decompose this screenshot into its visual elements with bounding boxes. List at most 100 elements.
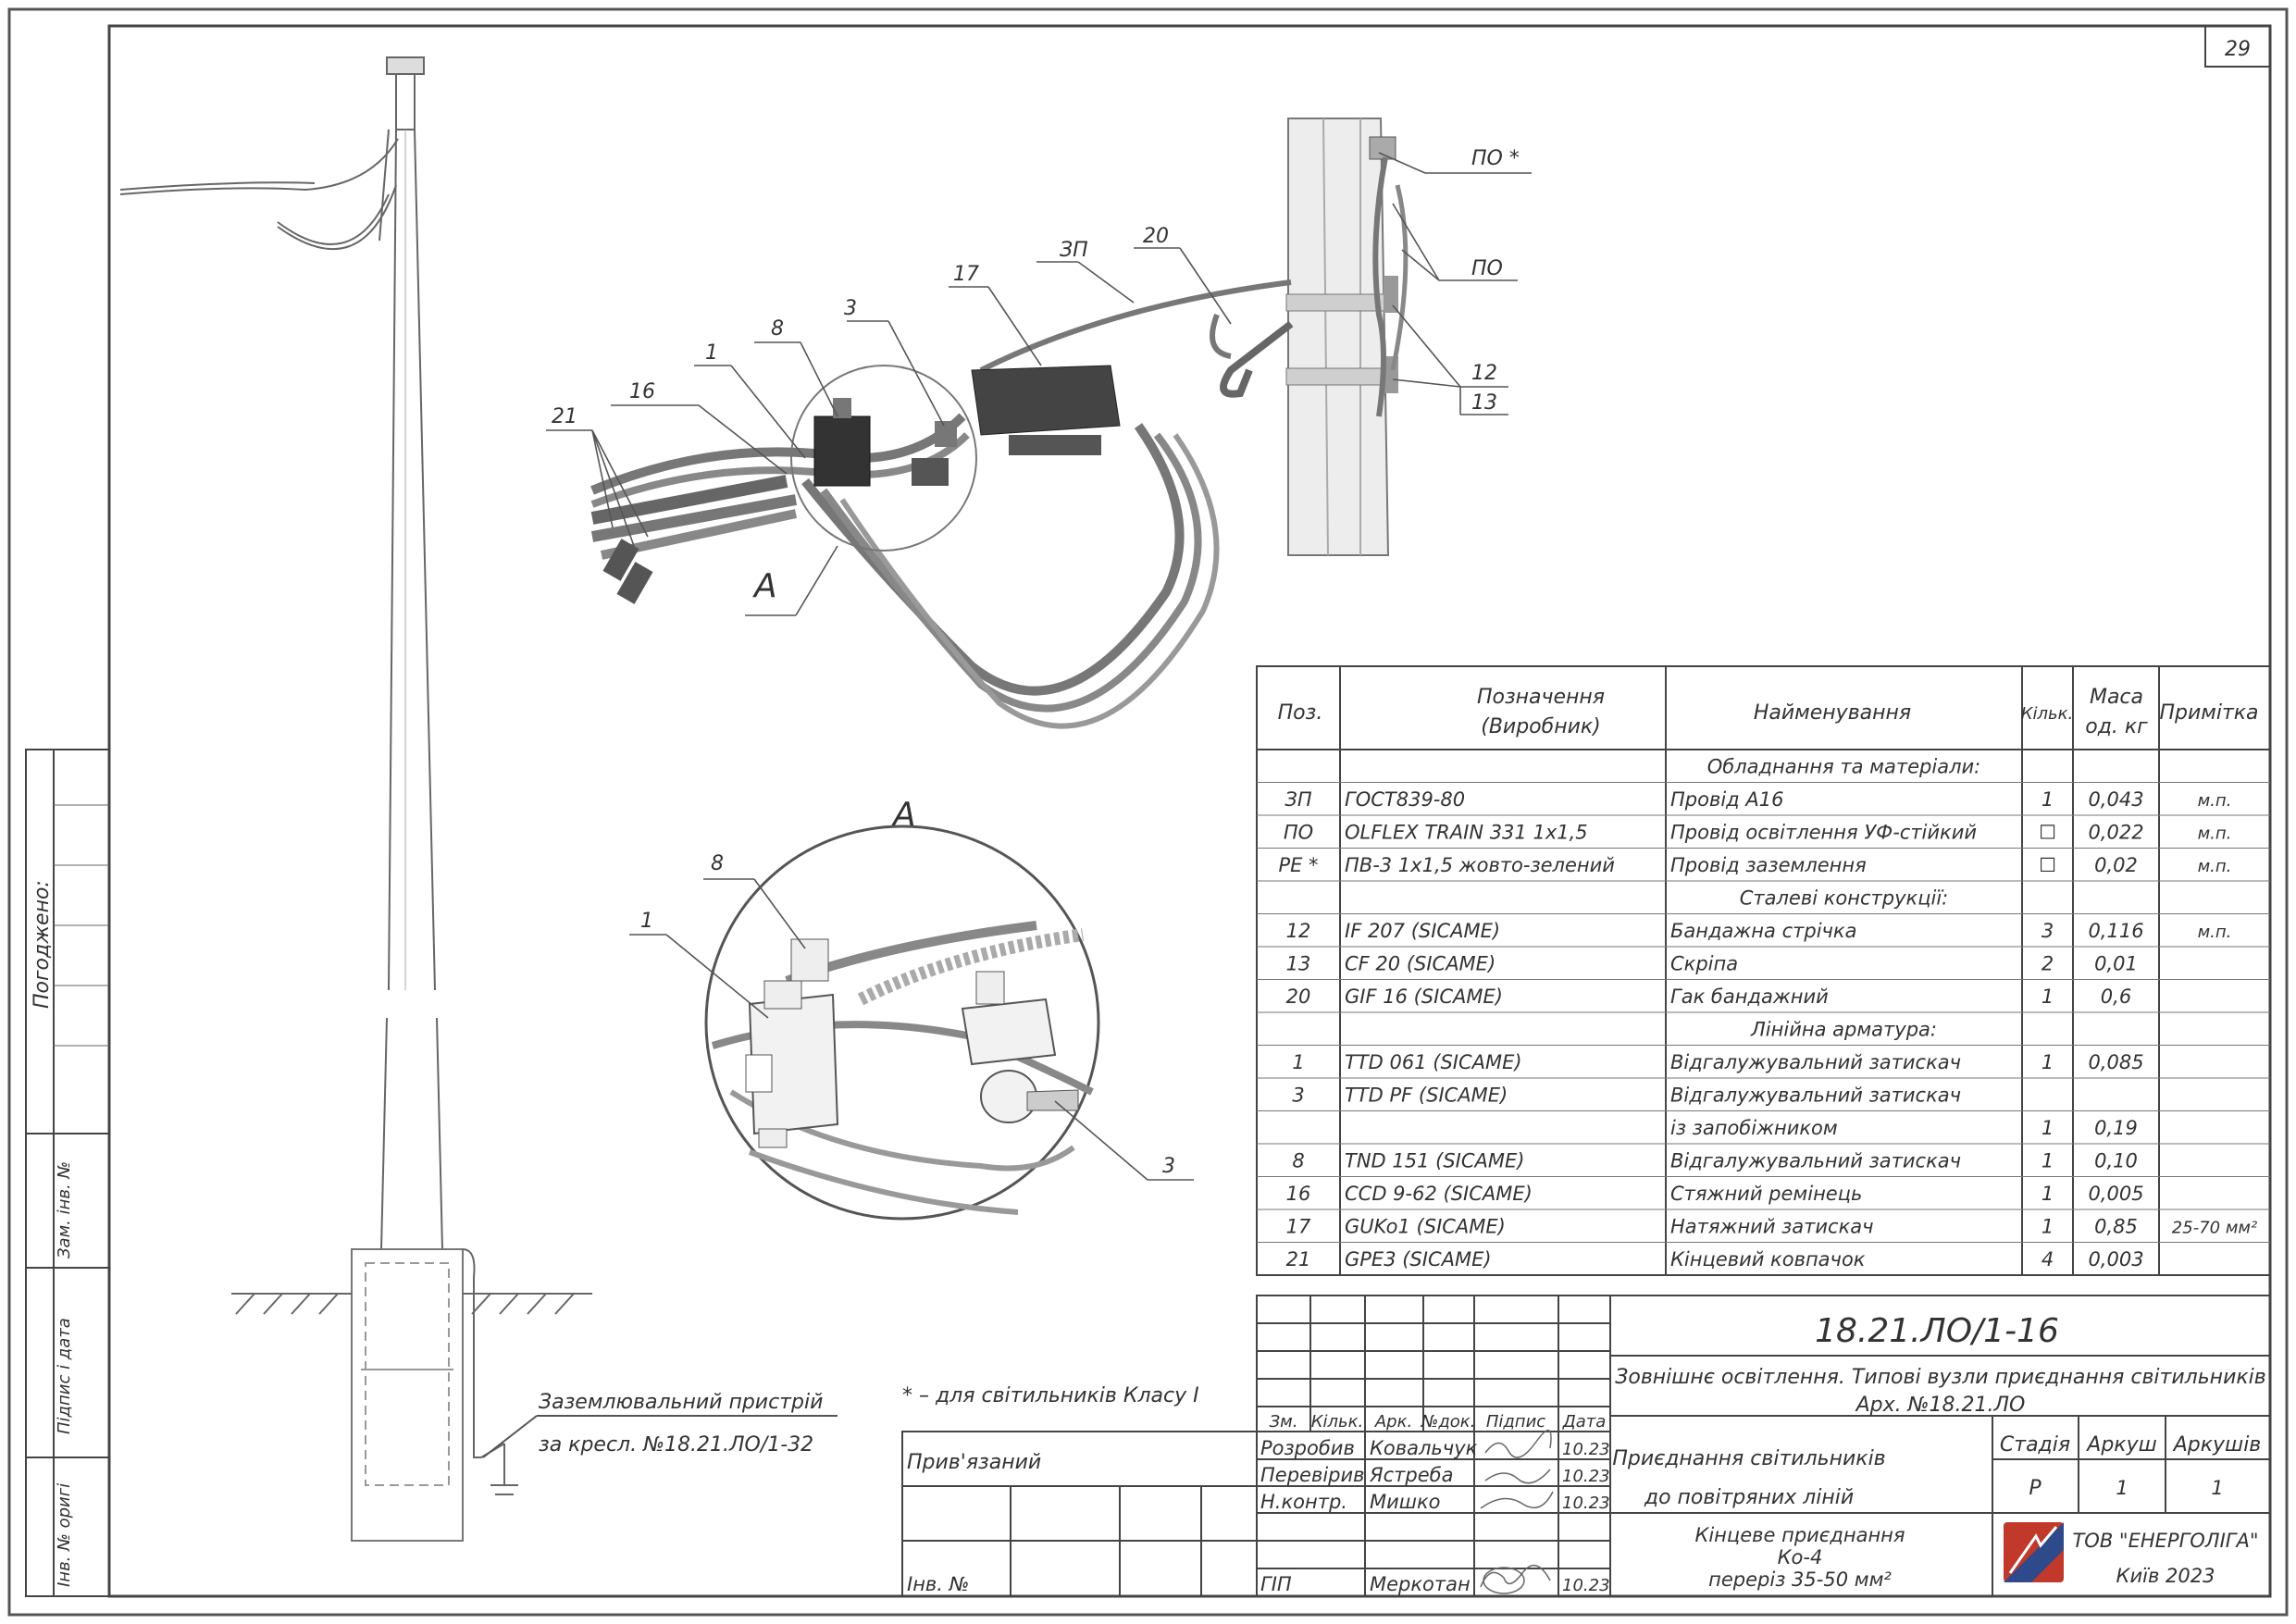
spec-header-mass-2: од. кг bbox=[2085, 715, 2148, 738]
spec-cell-pos: 20 bbox=[1286, 986, 1311, 1008]
spec-cell-des: ГОСТ839-80 bbox=[1345, 788, 1465, 811]
spec-header-mass-1: Маса bbox=[2090, 686, 2143, 709]
spec-cell-name: Сталеві конструкції: bbox=[1740, 887, 1949, 910]
stamp-replaced-inv: Зам. інв. № bbox=[55, 1161, 74, 1258]
spec-cell-qty: 1 bbox=[2042, 1150, 2054, 1172]
spec-cell-qty: 4 bbox=[2042, 1248, 2054, 1271]
detail-callout-3: 3 bbox=[1162, 1155, 1175, 1178]
project-line-2: Арх. №18.21.ЛО bbox=[1855, 1394, 2026, 1417]
tied-label: Прив'язаний bbox=[907, 1451, 1041, 1474]
spec-header-designation-1: Позначення bbox=[1477, 686, 1605, 709]
callout-12: 12 bbox=[1471, 362, 1497, 385]
spec-cell-qty: 3 bbox=[2042, 920, 2054, 942]
spec-cell-mass: 0,085 bbox=[2088, 1051, 2143, 1073]
spec-cell-mass: 0,043 bbox=[2088, 788, 2143, 811]
staff-role-normcontrol: Н.контр. bbox=[1260, 1491, 1347, 1513]
spec-cell-des: CCD 9-62 (SICAME) bbox=[1345, 1183, 1533, 1205]
spec-cell-name: Кінцевий ковпачок bbox=[1670, 1248, 1866, 1271]
spec-cell-mass: 0,02 bbox=[2094, 854, 2138, 876]
spec-cell-mass: 0,005 bbox=[2088, 1183, 2143, 1205]
spec-cell-mass: 0,116 bbox=[2088, 920, 2143, 942]
spec-cell-note: м.п. bbox=[2198, 923, 2232, 942]
spec-cell-qty: 1 bbox=[2042, 1216, 2054, 1238]
callout-1: 1 bbox=[705, 341, 718, 365]
spec-cell-qty: 1 bbox=[2042, 1183, 2054, 1205]
sheets-header: Аркушів bbox=[2172, 1433, 2262, 1457]
grounding-note-1: Заземлювальний пристрій bbox=[539, 1391, 823, 1414]
spec-cell-mass: 0,19 bbox=[2094, 1117, 2138, 1139]
assembly-callouts bbox=[546, 152, 1532, 616]
sheet-header: Аркуш bbox=[2085, 1433, 2156, 1457]
detail-callout-8: 8 bbox=[711, 852, 724, 875]
spec-cell-pos: ПО bbox=[1284, 822, 1313, 844]
spec-cell-pos: ЗП bbox=[1285, 788, 1311, 811]
spec-cell-name: Обладнання та матеріали: bbox=[1707, 756, 1980, 778]
col-header-docno: №док. bbox=[1421, 1412, 1476, 1432]
assembly-illustration bbox=[590, 118, 1409, 729]
spec-cell-des: TTD PF (SICAME) bbox=[1345, 1085, 1508, 1107]
stage-header: Стадія bbox=[2000, 1433, 2070, 1457]
spec-cell-pos: PE * bbox=[1278, 854, 1318, 876]
spec-cell-name: Стяжний ремінець bbox=[1670, 1183, 1862, 1205]
doc-code: 18.21.ЛО/1-16 bbox=[1815, 1312, 2059, 1350]
spec-cell-pos: 8 bbox=[1292, 1150, 1304, 1172]
col-header-change: Зм. bbox=[1270, 1412, 1298, 1432]
stamp-original-inv: Інв. № оригі bbox=[55, 1483, 74, 1587]
outer-frame bbox=[7, 7, 2289, 1617]
staff-role-developer: Розробив bbox=[1260, 1437, 1355, 1459]
callout-po-star: ПО * bbox=[1471, 147, 1520, 170]
spec-cell-note: м.п. bbox=[2198, 857, 2232, 876]
spec-cell-des: GUKo1 (SICAME) bbox=[1345, 1216, 1506, 1238]
callout-zp: ЗП bbox=[1060, 239, 1088, 262]
detail-a-illustration bbox=[704, 824, 1100, 1221]
spec-cell-pos: 16 bbox=[1286, 1183, 1311, 1205]
project-line-1: Зовнішнє освітлення. Типові вузли приєдн… bbox=[1615, 1366, 2265, 1389]
sheet-number: 29 bbox=[2225, 38, 2251, 61]
spec-cell-name: Відгалужувальний затискач bbox=[1670, 1051, 1961, 1073]
spec-cell-mass: 0,003 bbox=[2088, 1248, 2143, 1271]
spec-table: Поз. Позначення (Виробник) Найменування … bbox=[1256, 665, 2271, 1276]
spec-header-pos: Поз. bbox=[1278, 701, 1323, 725]
spec-cell-pos: 17 bbox=[1286, 1216, 1311, 1238]
spec-cell-name: Провід освітлення УФ-стійкий bbox=[1670, 822, 1977, 844]
stamp-signature-date: Підпис і дата bbox=[55, 1318, 74, 1434]
spec-cell-qty: 1 bbox=[2042, 986, 2054, 1008]
spec-cell-pos: 21 bbox=[1286, 1248, 1311, 1271]
spec-cell-mass: 0,10 bbox=[2094, 1150, 2138, 1172]
spec-cell-qty: 1 bbox=[2042, 1051, 2054, 1073]
callout-21: 21 bbox=[552, 405, 577, 428]
company-name: ТОВ "ЕНЕРГОЛІГА" bbox=[2072, 1530, 2258, 1552]
spec-cell-qty: 1 bbox=[2042, 1117, 2054, 1139]
spec-cell-name: Відгалужувальний затискач bbox=[1670, 1150, 1961, 1172]
sheets-value: 1 bbox=[2211, 1477, 2223, 1499]
col-header-date: Дата bbox=[1562, 1412, 1607, 1432]
staff-name-gip: Меркотан bbox=[1370, 1573, 1471, 1595]
spec-cell-des: TND 151 (SICAME) bbox=[1345, 1150, 1524, 1172]
spec-cell-name: Відгалужувальний затискач bbox=[1670, 1085, 1961, 1107]
spec-cell-name: Гак бандажний bbox=[1670, 986, 1829, 1008]
staff-date-normcontrol: 10.23 bbox=[1562, 1494, 1610, 1513]
spec-cell-mass: 0,6 bbox=[2101, 986, 2131, 1008]
company-logo bbox=[2004, 1522, 2064, 1582]
spec-cell-name: Натяжний затискач bbox=[1670, 1216, 1874, 1238]
spec-cell-qty: ☐ bbox=[2039, 854, 2056, 876]
spec-cell-des: CF 20 (SICAME) bbox=[1345, 953, 1496, 975]
spec-cell-des: IF 207 (SICAME) bbox=[1345, 920, 1500, 942]
spec-header-qty: Кільк. bbox=[2021, 704, 2074, 724]
spec-header-name: Найменування bbox=[1754, 701, 1911, 725]
col-header-sheet: Арк. bbox=[1374, 1412, 1412, 1432]
view-a-label: A bbox=[752, 567, 777, 605]
callout-17: 17 bbox=[953, 263, 979, 286]
callout-20: 20 bbox=[1143, 225, 1169, 248]
spec-cell-note: 25-70 мм² bbox=[2172, 1219, 2257, 1238]
signature-scribbles bbox=[1480, 1430, 1554, 1594]
spec-cell-des: GIF 16 (SICAME) bbox=[1345, 986, 1503, 1008]
city-year: Київ 2023 bbox=[2116, 1565, 2215, 1587]
spec-cell-pos: 13 bbox=[1286, 953, 1311, 975]
grounding-note-2: за кресл. №18.21.ЛО/1-32 bbox=[539, 1433, 813, 1457]
spec-cell-pos: 12 bbox=[1286, 920, 1311, 942]
detail-callout-1: 1 bbox=[640, 910, 653, 933]
spec-cell-name: із запобіжником bbox=[1670, 1117, 1838, 1139]
spec-cell-name: Скріпа bbox=[1670, 953, 1738, 975]
callout-8: 8 bbox=[771, 317, 784, 341]
